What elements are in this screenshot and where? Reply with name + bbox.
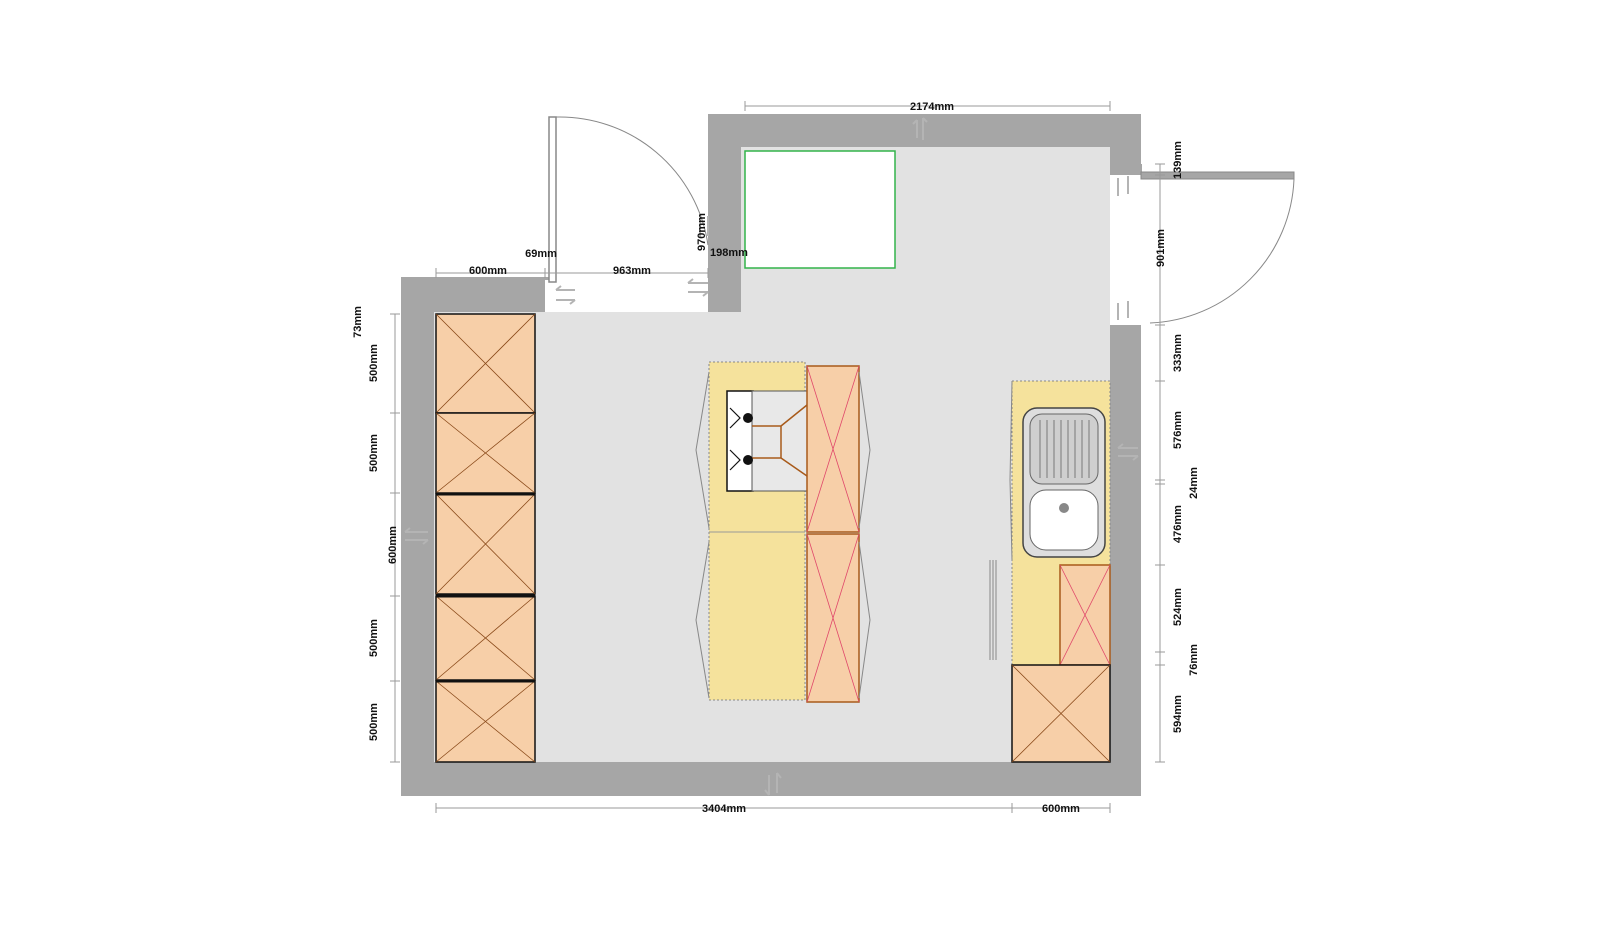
tall-cabinet[interactable] (435, 594, 536, 681)
dim-right-24: 24mm (1188, 467, 1200, 499)
dim-bottom-3404: 3404mm (702, 803, 746, 815)
dim-inner-198: 198mm (710, 247, 748, 259)
tall-cabinet[interactable] (1011, 664, 1111, 763)
door-swing-icon (1149, 178, 1295, 324)
door-top[interactable] (548, 116, 709, 283)
right-appliance[interactable] (1059, 564, 1111, 666)
left-cabinet-run (435, 313, 536, 763)
dim-right-524: 524mm (1172, 588, 1184, 626)
dim-left-600: 600mm (387, 526, 399, 564)
tall-cabinet[interactable] (435, 492, 536, 595)
island-edge-marks (695, 371, 871, 699)
dim-left-500-3: 500mm (368, 619, 380, 657)
tall-cabinet[interactable] (435, 679, 536, 763)
door-leaf-right (1140, 171, 1295, 180)
dim-top-600: 600mm (469, 265, 507, 277)
hob-icon[interactable] (726, 390, 808, 492)
dim-top-963: 963mm (613, 265, 651, 277)
island (695, 361, 871, 703)
right-run (989, 380, 1111, 763)
doorway-floor-top (545, 280, 708, 312)
dim-left-500-2: 500mm (368, 434, 380, 472)
dim-right-901: 901mm (1155, 229, 1167, 267)
tall-cabinet[interactable] (435, 412, 536, 494)
dim-right-576: 576mm (1172, 411, 1184, 449)
doorway-floor-right (1110, 175, 1141, 325)
island-appliance[interactable] (806, 533, 860, 703)
dim-right-333: 333mm (1172, 334, 1184, 372)
dim-left-73: 73mm (352, 306, 364, 338)
sink-icon[interactable] (1022, 407, 1106, 558)
door-right[interactable] (1140, 171, 1295, 324)
dimension-labels: 2174mm 69mm 963mm 600mm 198mm 970mm 3404… (352, 101, 1200, 815)
dim-left-500-4: 500mm (368, 703, 380, 741)
dim-right-76: 76mm (1188, 644, 1200, 676)
dim-top-2174: 2174mm (910, 101, 954, 113)
door-jamb-right (1134, 164, 1142, 176)
dim-top-69: 69mm (525, 248, 557, 260)
dim-left-500-1: 500mm (368, 344, 380, 382)
dimension-lines (390, 101, 1165, 813)
door-swing-icon (555, 116, 709, 246)
right-run-edge-marks (989, 380, 1013, 660)
dim-right-139: 139mm (1172, 141, 1184, 179)
dim-right-476: 476mm (1172, 505, 1184, 543)
opening-outline[interactable] (744, 150, 896, 269)
dim-right-594: 594mm (1172, 695, 1184, 733)
island-appliance[interactable] (806, 365, 860, 533)
door-leaf-top (548, 116, 557, 283)
wall-direction-arrow-icon (404, 117, 1139, 796)
dim-bottom-600: 600mm (1042, 803, 1080, 815)
dim-inner-970: 970mm (696, 213, 708, 251)
tall-cabinet[interactable] (435, 313, 536, 414)
